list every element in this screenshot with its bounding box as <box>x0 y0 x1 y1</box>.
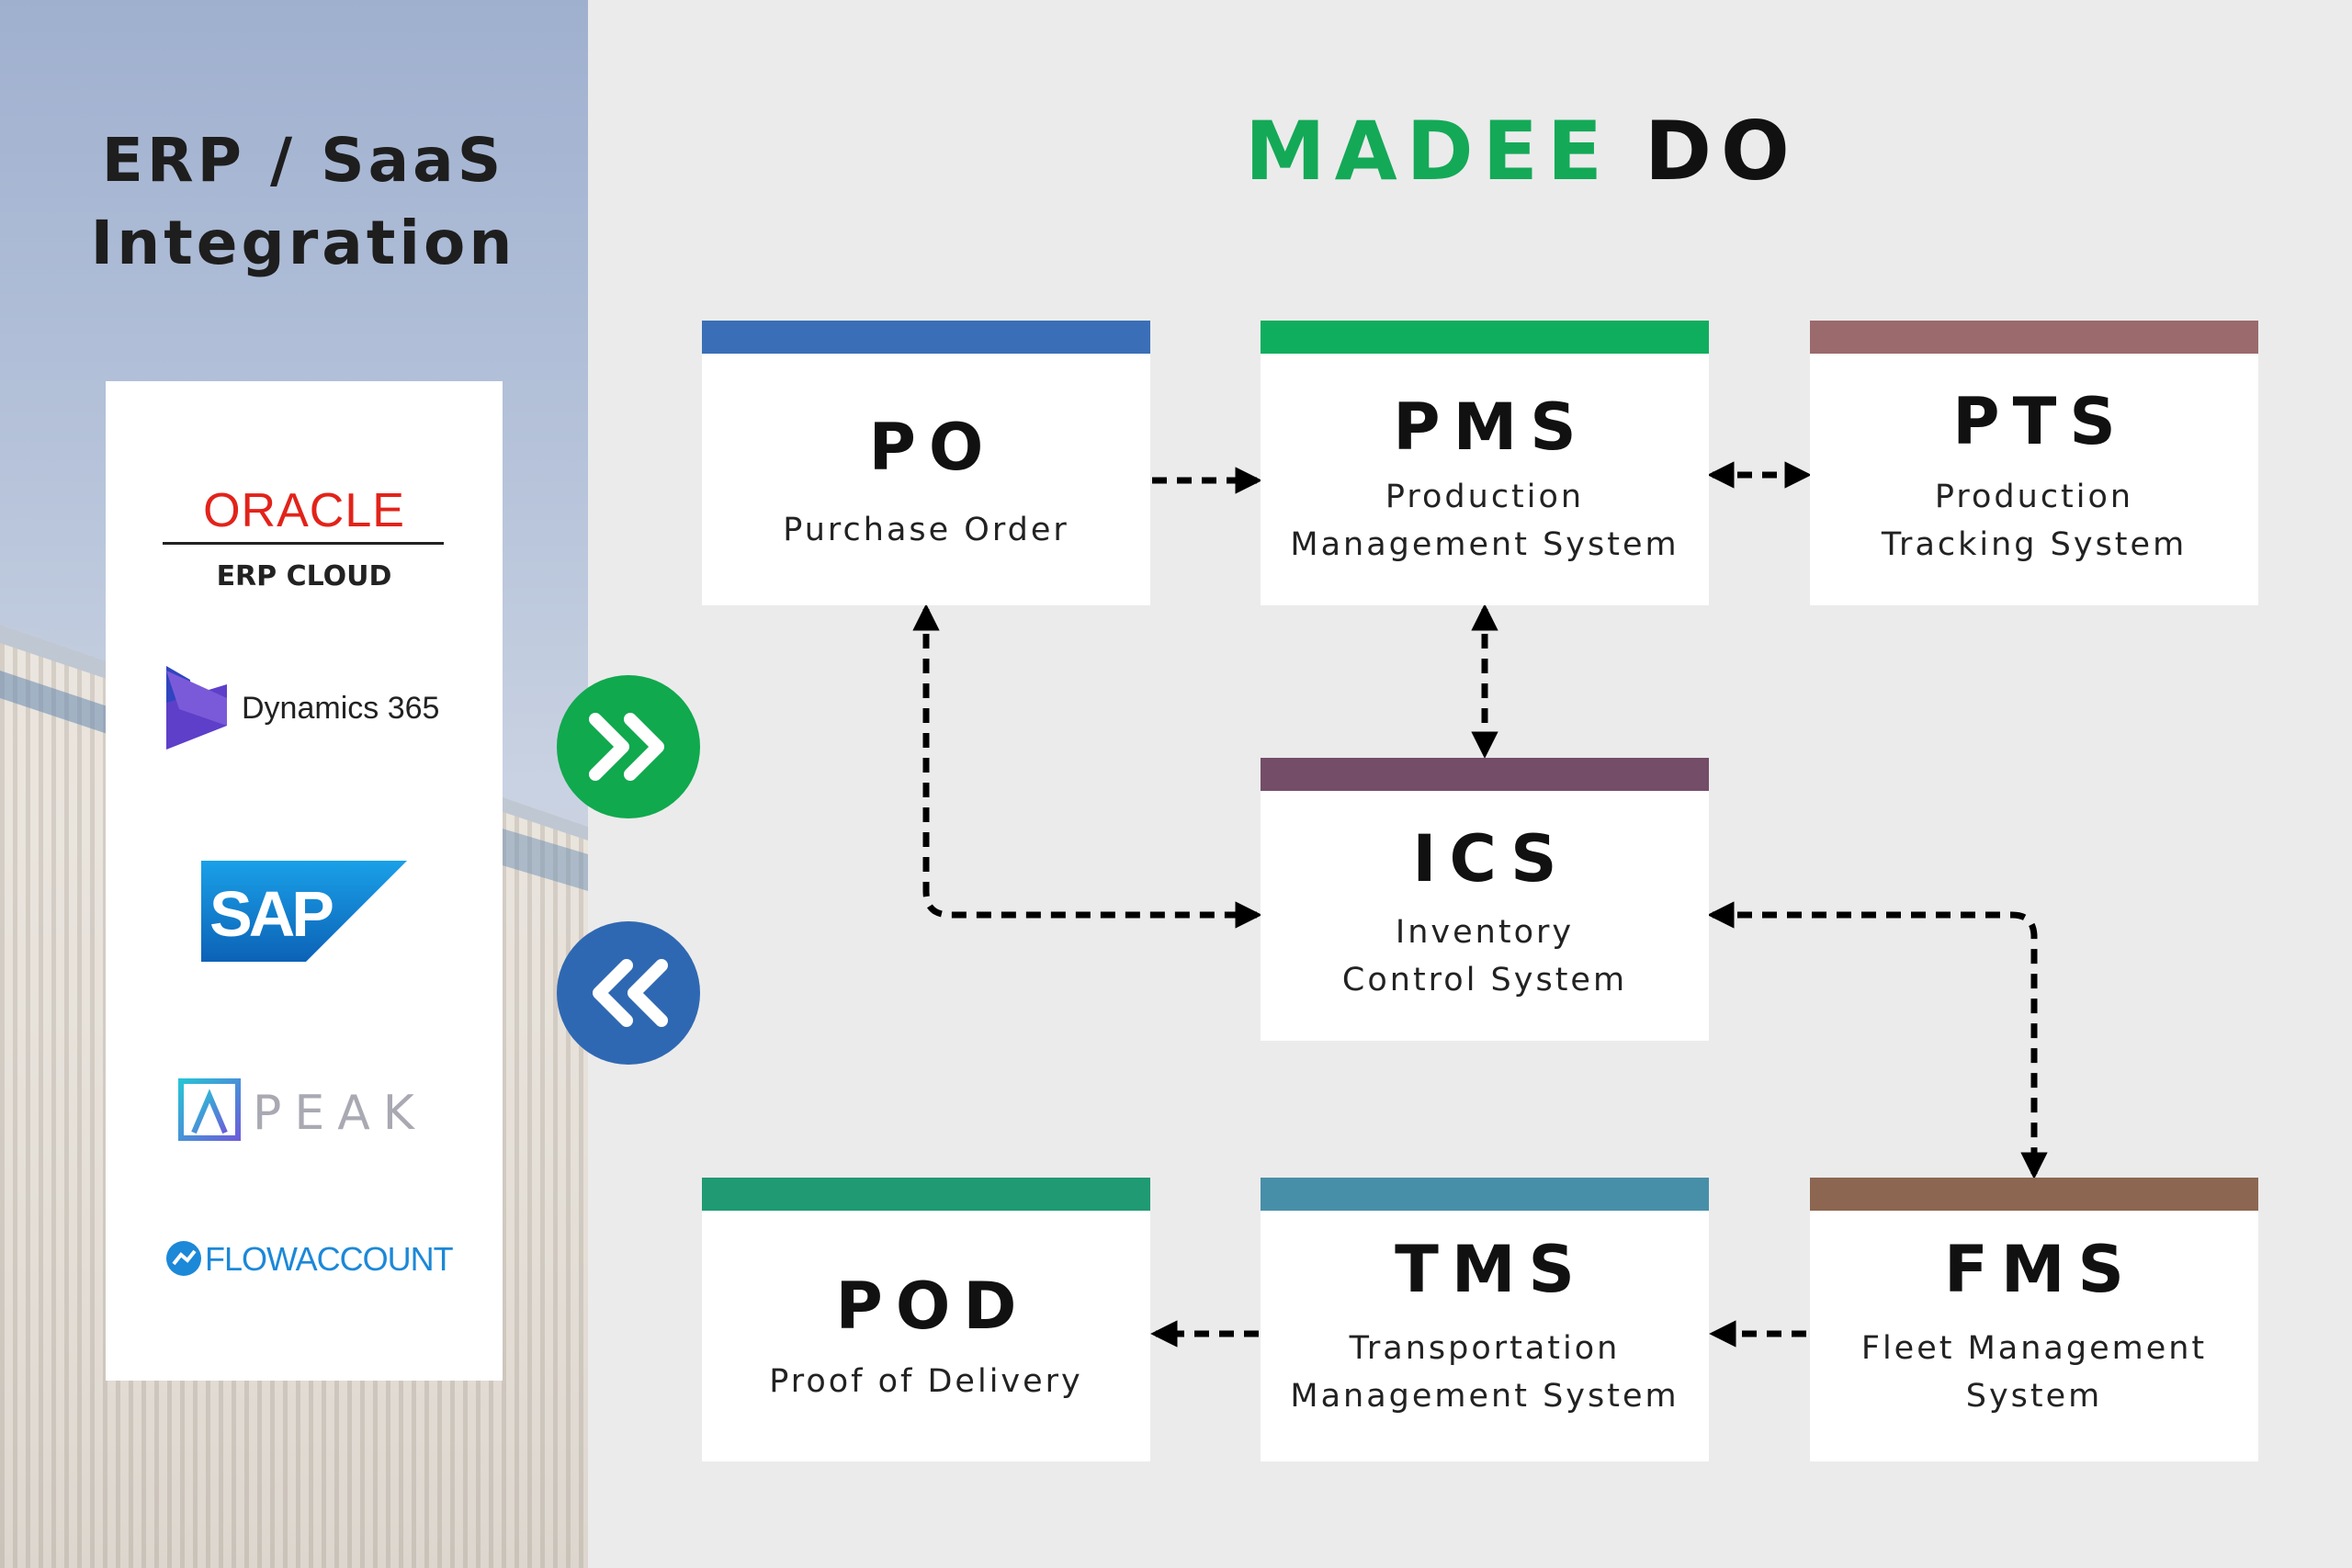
double-chevron-right-icon <box>589 713 664 781</box>
title-line-1: ERP / SaaS <box>101 125 505 196</box>
pts-color-bar <box>1810 321 2258 354</box>
pod-abbr: POD <box>835 1269 1030 1344</box>
tms-box: TMS Transportation Management System <box>1261 1178 1709 1461</box>
pms-desc-line-1: Production <box>1385 479 1585 515</box>
ics-abbr: ICS <box>1412 821 1570 897</box>
title-line-2: Integration <box>90 208 516 278</box>
title-do: DO <box>1644 104 1799 198</box>
po-ics-connector <box>912 604 1262 929</box>
fms-desc-line-1: Fleet Management <box>1860 1330 2208 1367</box>
ics-fms-connector <box>1707 901 2048 1179</box>
po-abbr: PO <box>868 410 997 485</box>
svg-text:®: ® <box>326 950 336 964</box>
tms-abbr: TMS <box>1395 1232 1588 1307</box>
oracle-erp-cloud-logo: ORACLE ERP CLOUD <box>163 484 444 592</box>
ics-box: ICS Inventory Control System <box>1261 758 1709 1041</box>
svg-text:ORACLE: ORACLE <box>203 484 405 537</box>
svg-text:ERP CLOUD: ERP CLOUD <box>217 560 392 592</box>
svg-text:SAP: SAP <box>209 878 333 950</box>
pod-color-bar <box>702 1178 1150 1211</box>
po-desc: Purchase Order <box>783 512 1069 548</box>
pms-box: PMS Production Management System <box>1261 321 1709 605</box>
madee-do-title: MADEE DO <box>1245 106 1799 197</box>
pod-desc: Proof of Delivery <box>769 1363 1083 1400</box>
po-color-bar <box>702 321 1150 354</box>
pms-desc-line-2: Management System <box>1290 526 1679 563</box>
backward-sync-button[interactable] <box>557 921 700 1065</box>
svg-text:Dynamics 365: Dynamics 365 <box>242 691 439 726</box>
po-box: PO Purchase Order <box>702 321 1150 605</box>
tms-color-bar <box>1261 1178 1709 1211</box>
pts-box: PTS Production Tracking System <box>1810 321 2258 605</box>
pts-desc-line-2: Tracking System <box>1881 526 2188 563</box>
svg-text:PEAK: PEAK <box>253 1086 427 1141</box>
fms-color-bar <box>1810 1178 2258 1211</box>
fms-desc-line-2: System <box>1965 1378 2103 1415</box>
peak-logo: PEAK <box>178 1078 427 1141</box>
erp-saas-title: ERP / SaaS Integration <box>0 119 588 285</box>
pts-desc-line-1: Production <box>1934 479 2134 515</box>
dynamics-365-logo: Dynamics 365 <box>166 666 439 750</box>
pts-abbr: PTS <box>1952 384 2129 459</box>
pod-box: POD Proof of Delivery <box>702 1178 1150 1461</box>
tms-desc-line-2: Management System <box>1290 1378 1679 1415</box>
sap-logo: SAP ® <box>201 861 407 964</box>
ics-desc-line-2: Control System <box>1341 962 1628 998</box>
fms-abbr: FMS <box>1944 1232 2137 1307</box>
title-madee: MADEE <box>1245 104 1611 198</box>
flowaccount-logo: FLOWACCOUNT <box>166 1240 455 1278</box>
forward-sync-button[interactable] <box>557 675 700 818</box>
erp-logo-card: ORACLE ERP CLOUD Dynamics 365 SAP ® <box>106 381 503 1381</box>
ics-color-bar <box>1261 758 1709 791</box>
pms-color-bar <box>1261 321 1709 354</box>
tms-desc-line-1: Transportation <box>1349 1330 1621 1367</box>
ics-desc-line-1: Inventory <box>1395 914 1575 951</box>
pms-abbr: PMS <box>1393 389 1589 465</box>
double-chevron-left-icon <box>593 959 668 1027</box>
svg-text:FLOWACCOUNT: FLOWACCOUNT <box>205 1240 454 1278</box>
erp-integration-panel: ERP / SaaS Integration ORACLE ERP CLOUD … <box>0 0 588 1568</box>
fms-box: FMS Fleet Management System <box>1810 1178 2258 1461</box>
